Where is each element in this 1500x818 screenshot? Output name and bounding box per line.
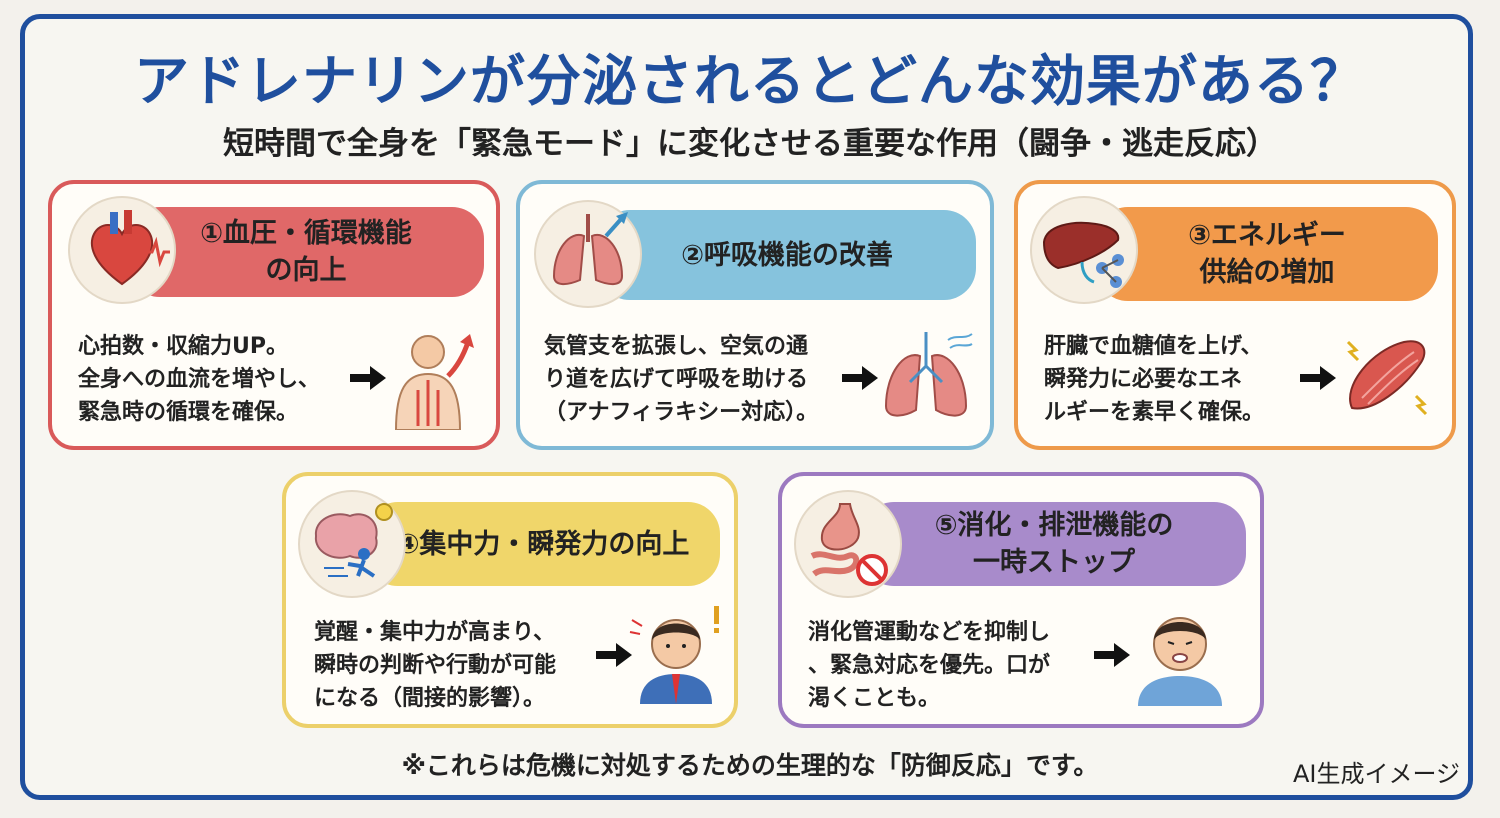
arrow-icon [842,366,878,390]
page-subtitle: 短時間で全身を「緊急モード」に変化させる重要な作用（闘争・逃走反応） [223,126,1277,162]
stomach-icon-circle [794,490,902,598]
arrow-icon [1300,366,1336,390]
body-digestion: 消化管運動などを抑制し 、緊急対応を優先。口が 渇くことも。 [808,620,1051,711]
banner-respiration: ②呼吸機能の改善 [598,210,976,300]
footnote: ※これらは危機に対処するための生理的な「防御反応」です。 [401,751,1099,780]
circulation-body-icon [394,334,474,430]
dry-mouth-man-icon [1138,617,1222,706]
body-energy: 肝臓で血糖値を上げ、 瞬発力に必要なエネ ルギーを素早く確保。 [1044,334,1265,425]
heart-icon-circle [68,196,176,304]
banner-circulation: ①血圧・循環機能 の向上 [128,207,484,297]
banner-circulation-label: ①血圧・循環機能 の向上 [200,218,412,286]
lungs-breath-icon [884,332,973,417]
body-circulation: 心拍数・収縮力UP。 全身への血流を増やし、 緊急時の循環を確保。 [78,334,321,425]
arrow-icon [1094,643,1130,667]
lungs-icon-circle [534,200,642,308]
arrow-icon [596,643,632,667]
brain-icon [314,503,393,578]
stomach-icon [810,503,888,586]
liver-icon-circle [1030,196,1138,304]
ai-generated-label: AI生成イメージ [1292,760,1460,788]
brain-icon-circle [298,490,406,598]
banner-focus-label: ④集中力・瞬発力の向上 [396,528,690,560]
liver-icon [1042,221,1124,288]
banner-focus: ④集中力・瞬発力の向上 [366,502,720,586]
banner-respiration-label: ②呼吸機能の改善 [681,239,893,271]
muscle-icon [1346,340,1428,416]
body-respiration: 気管支を拡張し、空気の通 り道を広げて呼吸を助ける （アナフィラキシー対応）。 [544,334,819,425]
alert-man-icon [629,606,719,704]
banner-digestion-label: ⑤消化・排泄機能の 一時ストップ [934,510,1174,578]
heart-icon [90,210,170,286]
arrow-icon [350,366,386,390]
banner-energy-label: ③エネルギー 供給の増加 [1188,220,1346,288]
page-title: アドレナリンが分泌されるとどんな効果がある？ [133,49,1366,113]
body-focus: 覚醒・集中力が高まり、 瞬時の判断や行動が可能 になる（間接的影響）。 [314,620,557,711]
banner-energy: ③エネルギー 供給の増加 [1096,207,1438,301]
lungs-icon [552,212,628,286]
banner-digestion: ⑤消化・排泄機能の 一時ストップ [862,502,1246,586]
